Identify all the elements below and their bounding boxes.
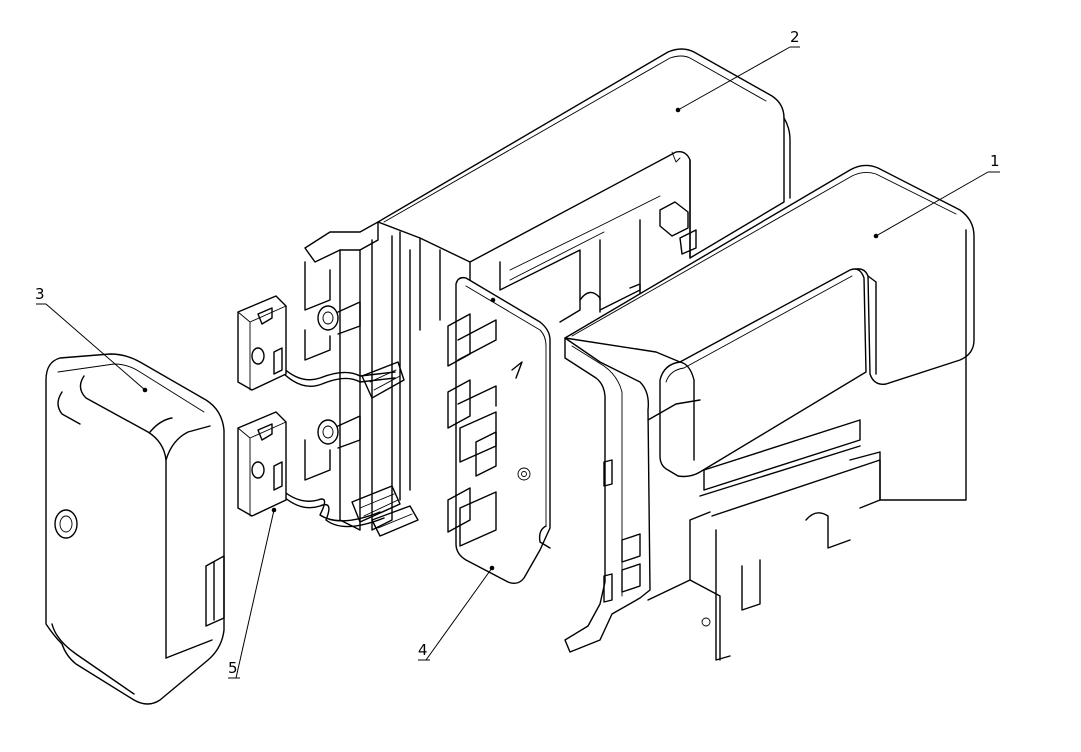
callout-4: 4 [418,567,493,661]
callout-label-1: 1 [990,152,1000,170]
part-5-connector-blocks [237,295,287,517]
part-1-right-housing [564,164,975,661]
callout-3: 3 [35,285,146,391]
part-2-upper-housing [279,48,791,537]
callout-label-2: 2 [790,28,800,46]
callout-label-3: 3 [35,285,45,303]
callout-label-4: 4 [418,641,428,659]
callout-5: 5 [228,509,275,679]
part-4-mounting-plate [447,276,551,585]
callout-label-5: 5 [228,659,238,677]
callout-1: 1 [873,152,1000,239]
callout-2: 2 [675,28,800,113]
part-3-cover [45,353,225,705]
